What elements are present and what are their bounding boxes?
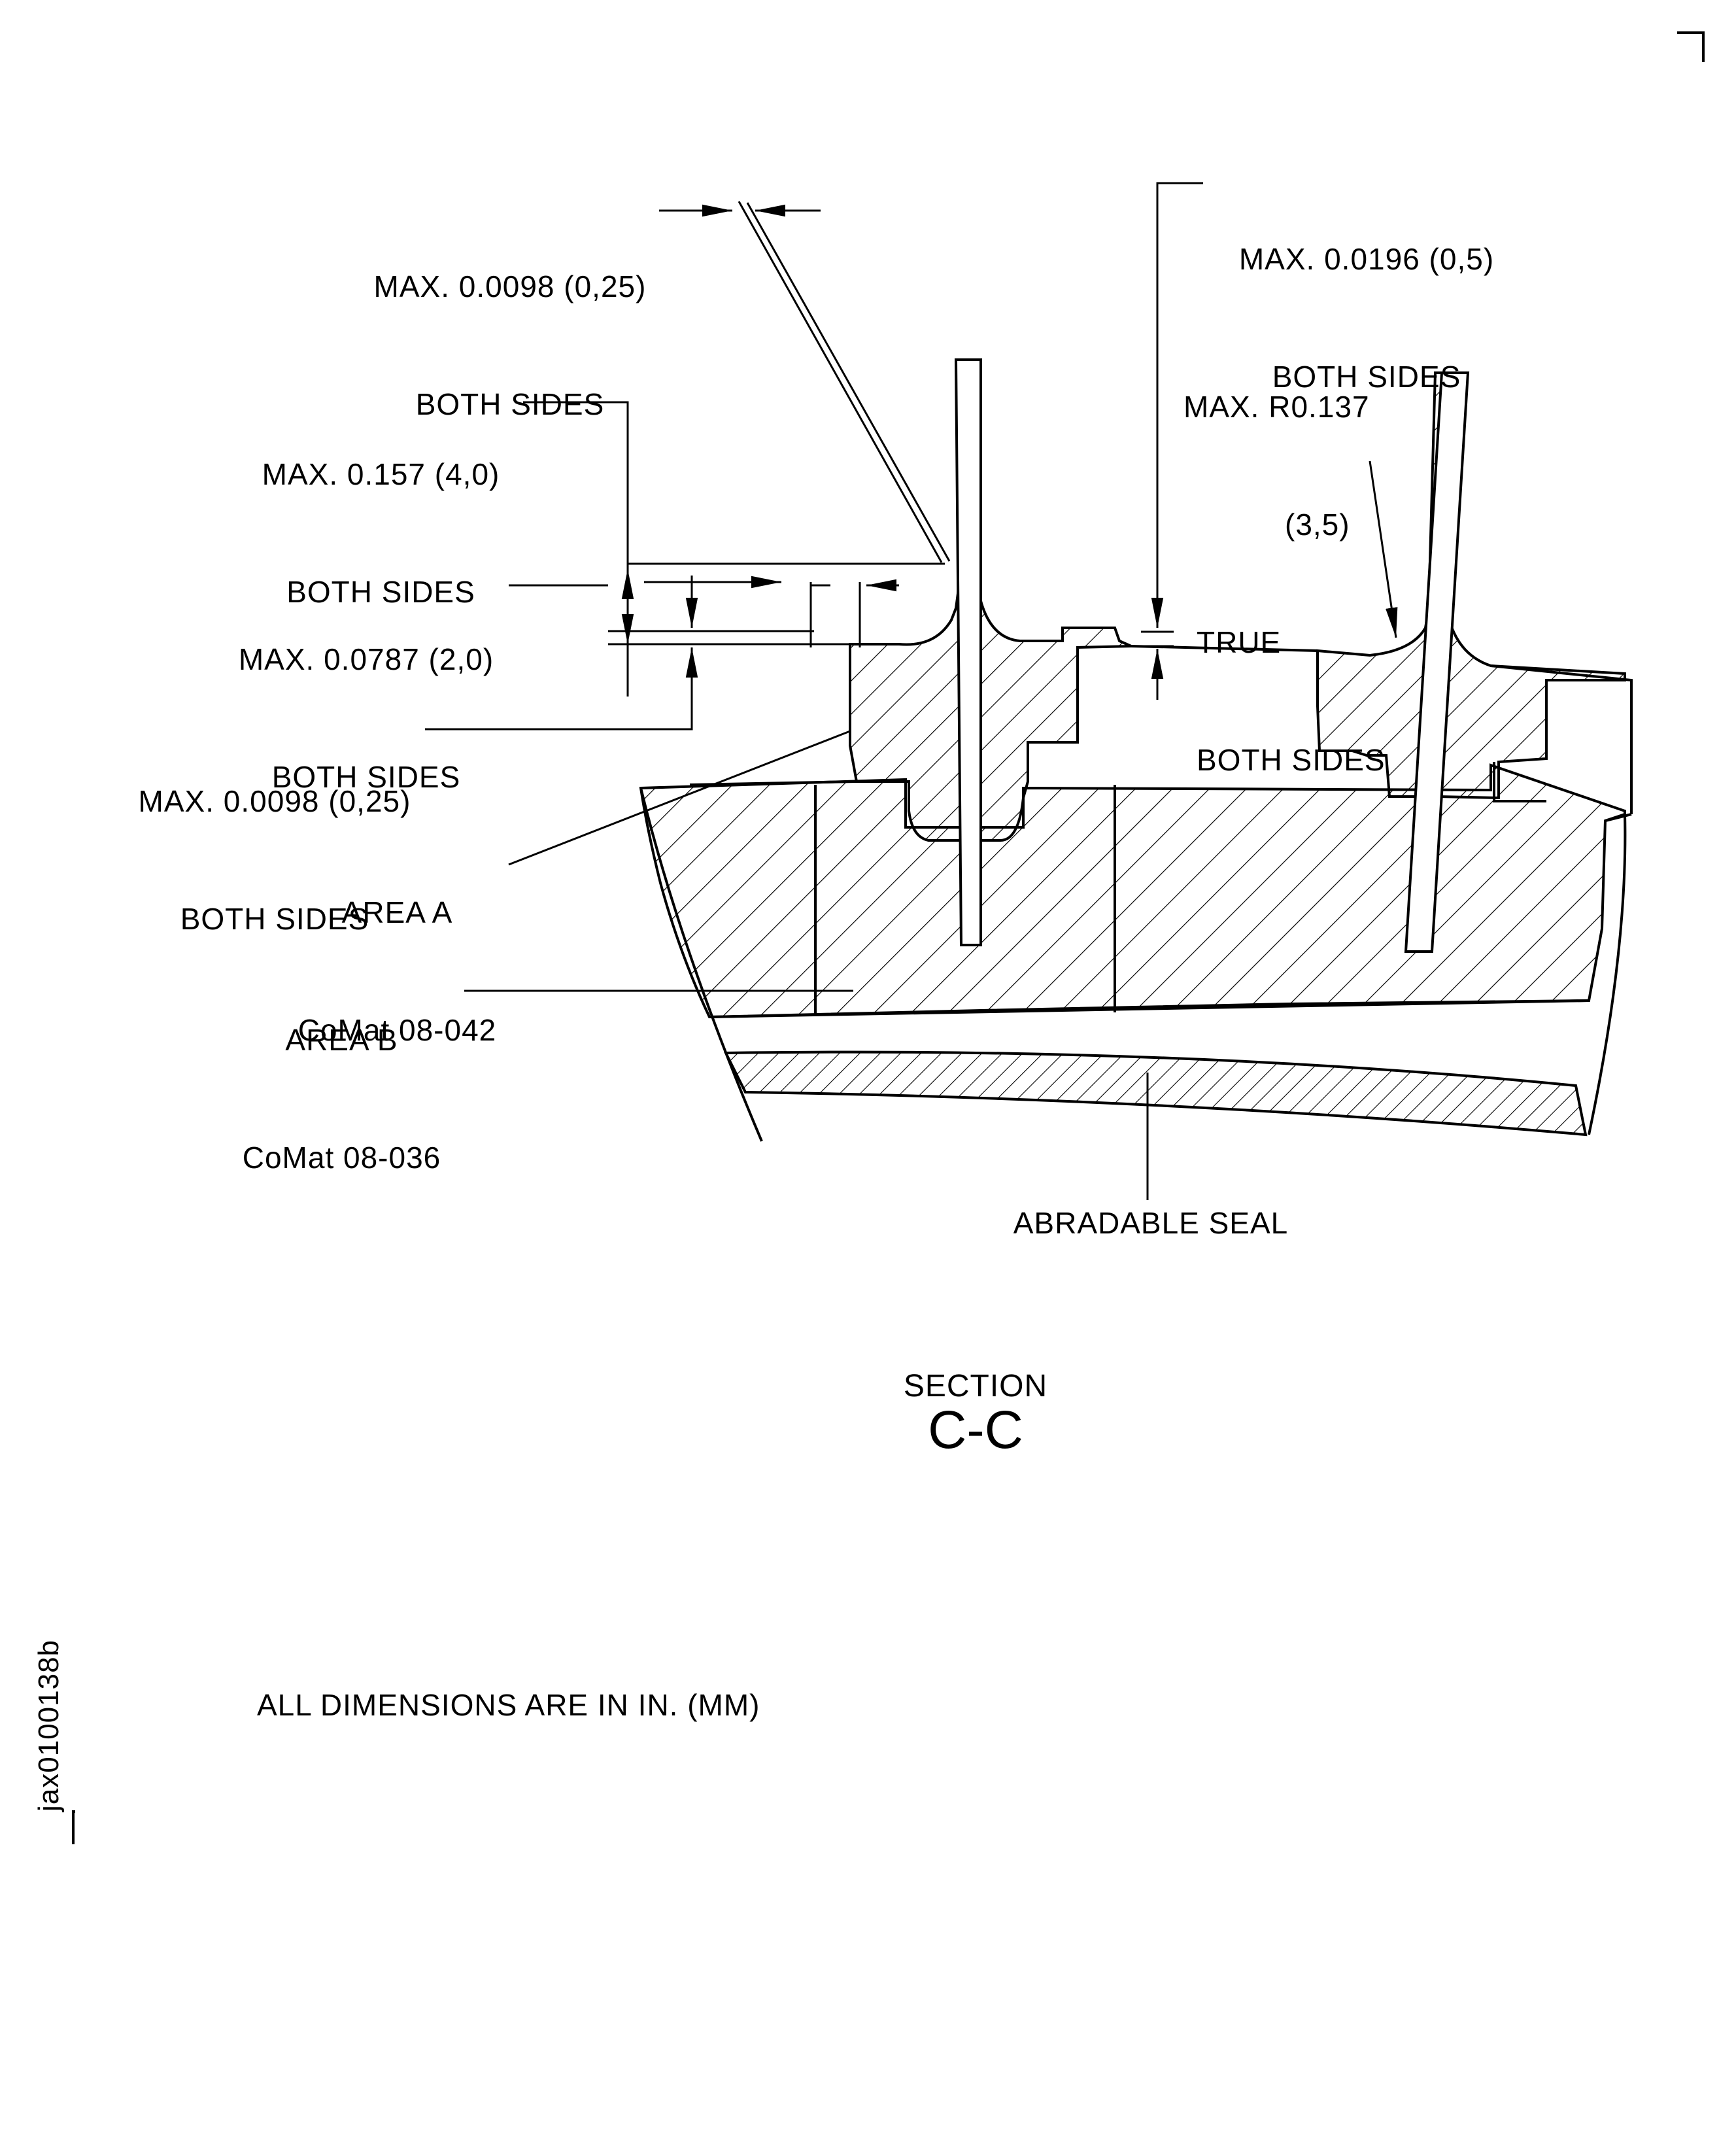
tip-clearance-label: MAX. 0.0098 (0,25) BOTH SIDES (356, 188, 664, 463)
figure-id: jax0100138b (33, 1639, 65, 1812)
area-a-label: AREA A CoMat 08-042 (284, 814, 510, 1089)
seal-step-top-line1: MAX. 0.0196 (0,5) (1238, 242, 1495, 276)
land-width-line1: MAX. 0.157 (4,0) (262, 457, 500, 491)
corner-mark-bottom-left (72, 1810, 75, 1844)
rotor-blade-left (954, 358, 982, 946)
step-height-line2: BOTH SIDES (271, 760, 461, 794)
section-id: C-C (928, 1400, 1023, 1460)
fillet-radius-line1: MAX. R0.137 (1183, 390, 1370, 424)
abradable-seal (723, 1050, 1588, 1137)
area-a-land (849, 362, 1132, 842)
step-height-label: MAX. 0.0787 (2,0) BOTH SIDES (222, 561, 510, 836)
land-offset-line2: BOTH SIDES (180, 902, 369, 936)
fillet-radius-label: MAX. R0.137 (3,5) TRUE BOTH SIDES (1183, 309, 1386, 819)
section-word: SECTION (903, 1369, 1048, 1403)
seal-step-top-line2: BOTH SIDES (1272, 360, 1461, 394)
area-a-line2: CoMat 08-042 (298, 1013, 497, 1047)
land-width-label: MAX. 0.157 (4,0) BOTH SIDES (235, 376, 526, 651)
tip-clearance-line1: MAX. 0.0098 (0,25) (373, 269, 647, 303)
corner-mark-top-right (1677, 31, 1705, 62)
dimensions-note: ALL DIMENSIONS ARE IN IN. (MM) (257, 1688, 760, 1722)
dimension-lines (425, 182, 1398, 1200)
land-offset-label: MAX. 0.0098 (0,25) BOTH SIDES (121, 703, 428, 978)
area-b-line2: CoMat 08-036 (242, 1141, 441, 1175)
area-a-line1: AREA A (341, 895, 453, 929)
area-b-casing (639, 763, 1626, 1019)
land-offset-line1: MAX. 0.0098 (0,25) (138, 784, 411, 818)
tip-clearance-line2: BOTH SIDES (415, 387, 605, 421)
abradable-seal-label: ABRADABLE SEAL (1013, 1206, 1289, 1240)
step-height-line1: MAX. 0.0787 (2,0) (238, 642, 494, 676)
fillet-radius-line3: TRUE (1197, 625, 1282, 659)
land-width-line2: BOTH SIDES (286, 575, 475, 609)
rotor-blade-right (1404, 371, 1470, 953)
fillet-radius-line4: BOTH SIDES (1197, 743, 1386, 777)
area-b-line1: AREA B (285, 1023, 398, 1057)
seal-step-top-label: MAX. 0.0196 (0,5) BOTH SIDES (1213, 161, 1520, 436)
area-b-label: AREA B CoMat 08-036 (229, 942, 454, 1216)
right-stator-land (1316, 371, 1626, 802)
fillet-radius-line2: (3,5) (1285, 508, 1350, 542)
